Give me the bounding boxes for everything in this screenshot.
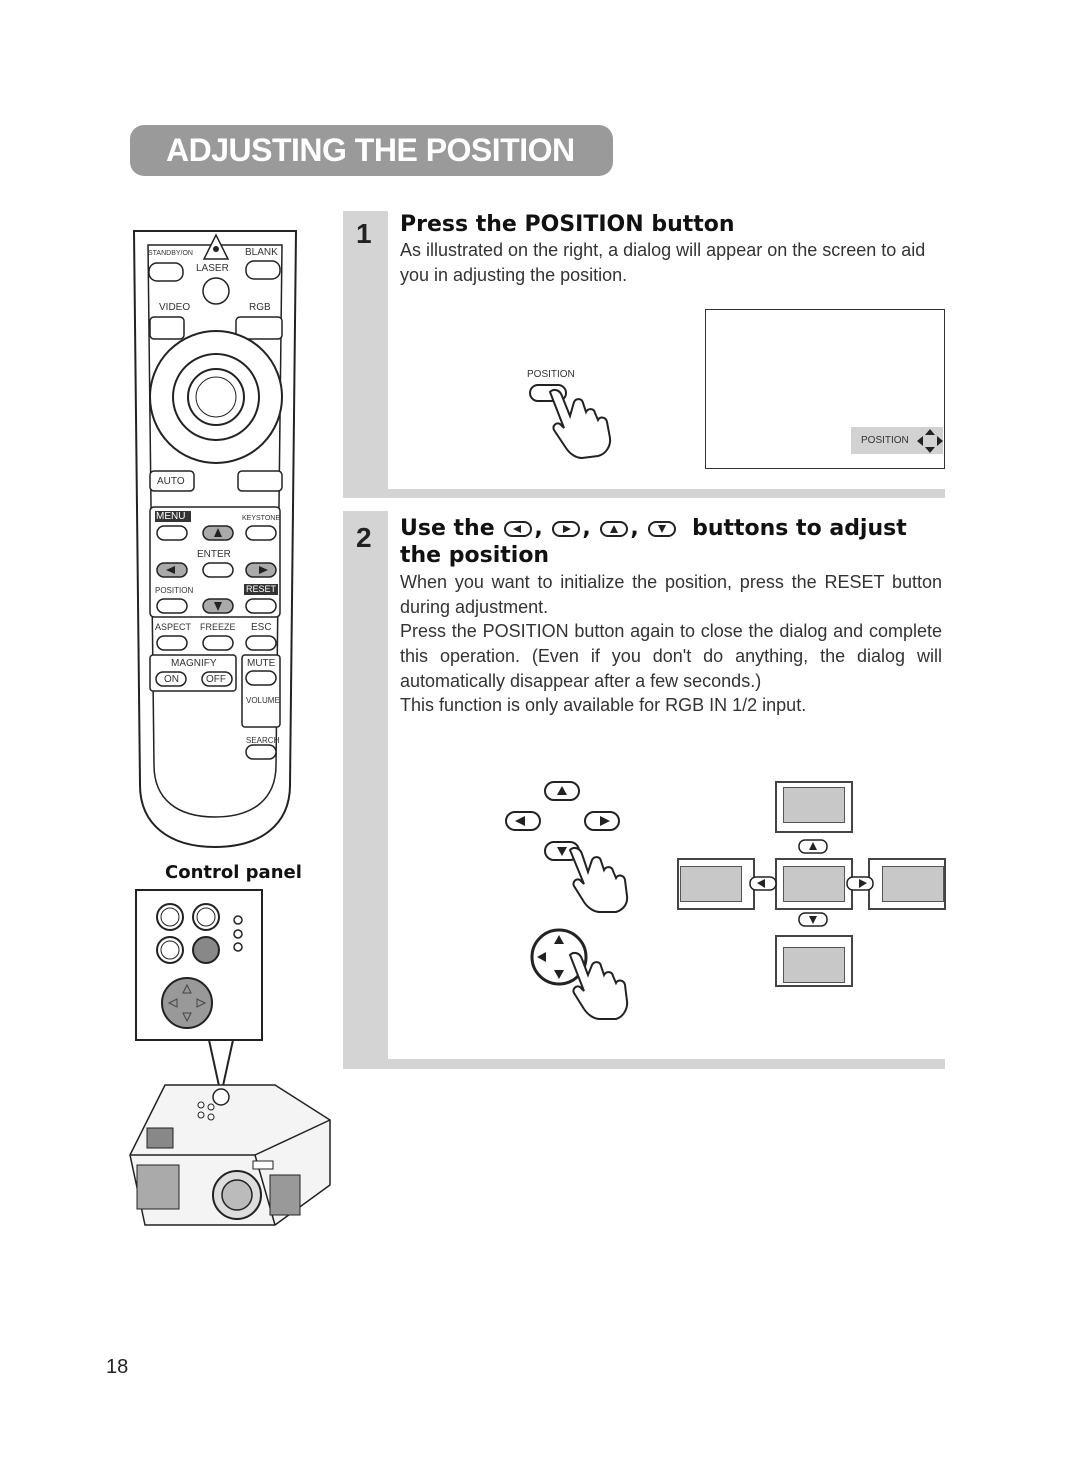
position-button-press-illustration xyxy=(529,384,612,460)
step1-body: As illustrated on the right, a dialog wi… xyxy=(400,240,926,285)
screen-left xyxy=(677,858,755,910)
remote-label-blank: BLANK xyxy=(245,247,278,258)
step1-title: Press the POSITION button xyxy=(400,212,735,237)
control-panel-title: Control panel xyxy=(165,862,302,883)
position-dialog-label: POSITION xyxy=(861,435,909,446)
step2-para3: This function is only available for RGB … xyxy=(400,695,807,715)
remote-label-on: ON xyxy=(164,674,179,685)
up-button-icon xyxy=(600,521,629,537)
diagram-arrow-buttons xyxy=(749,839,874,927)
step1-number: 1 xyxy=(356,218,372,249)
position-button-label: POSITION xyxy=(527,369,575,380)
step2-para1: When you want to initialize the position… xyxy=(400,572,942,617)
remote-label-menu: MENU xyxy=(156,511,186,522)
cursor-pad-press-illustration xyxy=(530,928,629,1020)
step2-title-prefix: Use the xyxy=(400,516,495,541)
separator: , xyxy=(630,516,639,541)
remote-label-standby: STANDBY/ON xyxy=(148,250,193,257)
left-button-icon xyxy=(504,521,533,537)
remote-label-aspect: ASPECT xyxy=(155,622,192,632)
arrow-buttons-press-illustration xyxy=(505,781,629,913)
remote-label-off: OFF xyxy=(206,674,226,685)
control-panel-illustration xyxy=(129,889,331,1226)
separator: , xyxy=(534,516,543,541)
four-way-arrow-icon xyxy=(917,429,943,453)
step2-para2: Press the POSITION button again to close… xyxy=(400,621,942,691)
screen-up xyxy=(775,781,853,833)
remote-label-keystone: KEYSTONE xyxy=(242,515,280,522)
right-button-icon xyxy=(552,521,581,537)
remote-label-laser: LASER xyxy=(196,263,229,274)
remote-label-volume: VOLUME xyxy=(246,696,280,705)
page-number: 18 xyxy=(106,1356,129,1378)
remote-label-rgb: RGB xyxy=(249,302,271,313)
remote-label-enter: ENTER xyxy=(197,549,231,560)
remote-label-magnify: MAGNIFY xyxy=(171,658,217,669)
separator: , xyxy=(582,516,591,541)
remote-label-mute: MUTE xyxy=(247,658,276,669)
remote-label-reset: RESET xyxy=(246,584,277,594)
step2-number: 2 xyxy=(356,522,372,553)
screen-shift-diagram xyxy=(675,780,946,990)
down-button-icon xyxy=(648,521,677,537)
remote-label-position: POSITION xyxy=(155,586,194,595)
step2-title-line2: the position xyxy=(400,543,550,568)
remote-label-video: VIDEO xyxy=(159,302,191,313)
step2-title-suffix: buttons to adjust xyxy=(692,516,907,541)
title-bar xyxy=(130,125,613,176)
remote-label-search: SEARCH xyxy=(246,736,280,745)
screen-right xyxy=(868,858,946,910)
remote-control-illustration xyxy=(132,230,298,849)
screen-center xyxy=(775,858,853,910)
screen-down xyxy=(775,935,853,987)
remote-label-auto: AUTO xyxy=(157,476,185,487)
step2-title-line1: Use the , , , buttons to adjust xyxy=(400,516,907,541)
remote-label-freeze: FREEZE xyxy=(200,622,236,632)
page-title: ADJUSTING THE POSITION xyxy=(166,132,575,168)
remote-label-esc: ESC xyxy=(251,622,272,633)
